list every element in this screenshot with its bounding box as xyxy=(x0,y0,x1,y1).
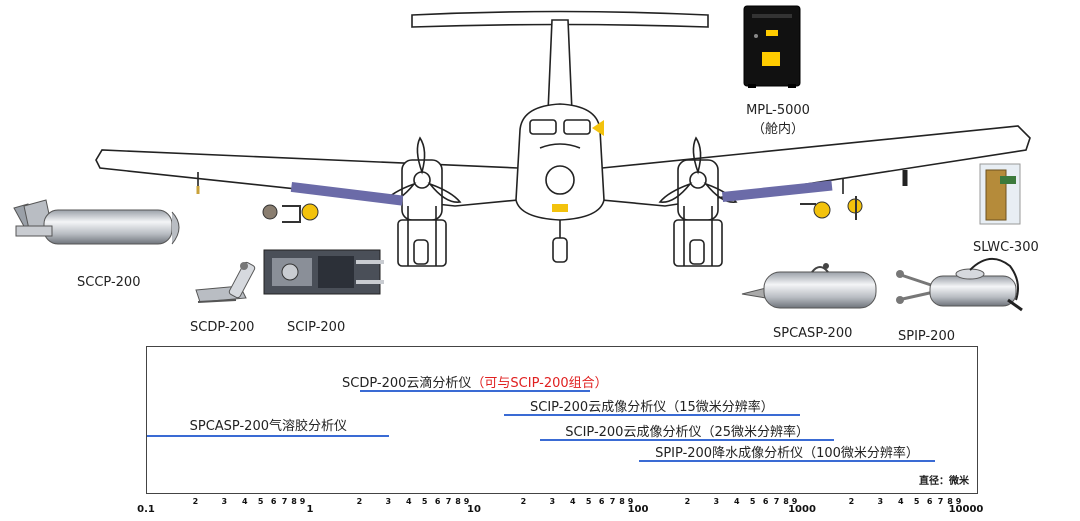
belly-mount xyxy=(552,204,568,212)
axis-minor-tick: 2 xyxy=(684,497,691,506)
axis-minor-tick: 2 xyxy=(848,497,855,506)
spip-200-probe xyxy=(896,258,1023,312)
spip-200-label: SPIP-200 xyxy=(898,329,955,344)
range-note: （可与SCIP-200组合） xyxy=(471,376,608,391)
mpl-5000-label: MPL-5000 （舱内） xyxy=(746,103,810,137)
axis-minor-tick: 6 xyxy=(762,497,769,506)
axis-minor-tick: 4 xyxy=(241,497,248,506)
warning-marker-icon xyxy=(592,120,604,136)
axis-minor-tick: 9 xyxy=(627,497,634,506)
axis-minor-tick: 4 xyxy=(733,497,740,506)
range-bar xyxy=(639,460,936,462)
axis-minor-tick: 3 xyxy=(713,497,720,506)
spcasp-200-label: SPCASP-200 xyxy=(773,326,853,341)
right-pylon-bar xyxy=(721,180,833,202)
axis-minor-tick: 7 xyxy=(937,497,944,506)
axis-minor-tick: 4 xyxy=(569,497,576,506)
range-bar xyxy=(360,390,590,392)
range-label: SCDP-200云滴分析仪（可与SCIP-200组合） xyxy=(342,376,608,391)
axis-minor-tick: 2 xyxy=(356,497,363,506)
axis-minor-tick: 9 xyxy=(299,497,306,506)
axis-minor-tick: 5 xyxy=(585,497,592,506)
axis-minor-tick: 9 xyxy=(791,497,798,506)
scip-200-label: SCIP-200 xyxy=(287,320,346,335)
axis-minor-tick: 4 xyxy=(897,497,904,506)
right-propeller xyxy=(658,136,738,203)
axis-minor-tick: 9 xyxy=(463,497,470,506)
axis-minor-tick: 3 xyxy=(549,497,556,506)
axis-minor-tick: 3 xyxy=(385,497,392,506)
aircraft-drawing xyxy=(95,10,1031,267)
axis-minor-tick: 7 xyxy=(773,497,780,506)
axis-minor-tick: 2 xyxy=(520,497,527,506)
left-pylon-bar xyxy=(290,182,404,206)
axis-major-tick: 100 xyxy=(627,504,649,515)
scip-200-probe xyxy=(263,249,384,295)
axis-minor-tick: 7 xyxy=(281,497,288,506)
spcasp-200-probe xyxy=(741,263,877,309)
sccp-200-label: SCCP-200 xyxy=(77,275,141,290)
axis-minor-tick: 5 xyxy=(421,497,428,506)
axis-minor-tick: 7 xyxy=(609,497,616,506)
scdp-200-probe xyxy=(195,261,256,303)
axis-minor-tick: 8 xyxy=(947,497,953,506)
range-label: SCIP-200云成像分析仪（15微米分辨率） xyxy=(529,400,774,415)
axis-minor-tick: 6 xyxy=(270,497,277,506)
axis-minor-tick: 8 xyxy=(455,497,461,506)
slwc-300-probe xyxy=(979,163,1021,225)
axis-minor-tick: 5 xyxy=(749,497,756,506)
axis-major-tick: 10 xyxy=(467,504,481,515)
range-label: SPCASP-200气溶胶分析仪 xyxy=(189,419,347,434)
range-label: SCIP-200云成像分析仪（25微米分辨率） xyxy=(565,425,809,440)
axis-minor-tick: 3 xyxy=(877,497,884,506)
axis-minor-tick: 5 xyxy=(257,497,264,506)
sccp-200-probe xyxy=(13,199,180,245)
axis-minor-tick: 6 xyxy=(926,497,933,506)
range-label: SPIP-200降水成像分析仪（100微米分辨率） xyxy=(655,446,919,461)
axis-minor-tick: 8 xyxy=(619,497,625,506)
left-wing-hardware xyxy=(196,186,319,223)
axis-minor-tick: 6 xyxy=(434,497,441,506)
axis-minor-tick: 9 xyxy=(955,497,962,506)
measurement-range-panel: SCDP-200云滴分析仪（可与SCIP-200组合） SCIP-200云成像分… xyxy=(146,346,978,494)
scdp-200-label: SCDP-200 xyxy=(190,320,255,335)
range-bar xyxy=(147,435,390,437)
axis-major-tick: 1 xyxy=(306,504,314,515)
axis-minor-tick: 4 xyxy=(405,497,412,506)
axis-minor-tick: 2 xyxy=(192,497,199,506)
axis-minor-tick: 8 xyxy=(783,497,789,506)
range-bar xyxy=(503,414,801,416)
axis-minor-tick: 8 xyxy=(291,497,297,506)
axis-minor-tick: 7 xyxy=(445,497,452,506)
mpl-5000-cabinet xyxy=(743,5,801,88)
axis-minor-tick: 6 xyxy=(598,497,605,506)
axis-unit-label: 直径：微米 xyxy=(919,476,969,487)
slwc-300-label: SLWC-300 xyxy=(973,240,1039,255)
aircraft-scene xyxy=(13,5,1031,312)
range-bar xyxy=(540,439,835,441)
axis-minor-tick: 3 xyxy=(221,497,228,506)
right-wing-hardware xyxy=(800,170,908,220)
axis-major-tick: 10000 xyxy=(948,504,984,515)
axis-major-tick: 0.1 xyxy=(137,504,155,515)
axis-major-tick: 1000 xyxy=(788,504,816,515)
axis-minor-tick: 5 xyxy=(913,497,920,506)
